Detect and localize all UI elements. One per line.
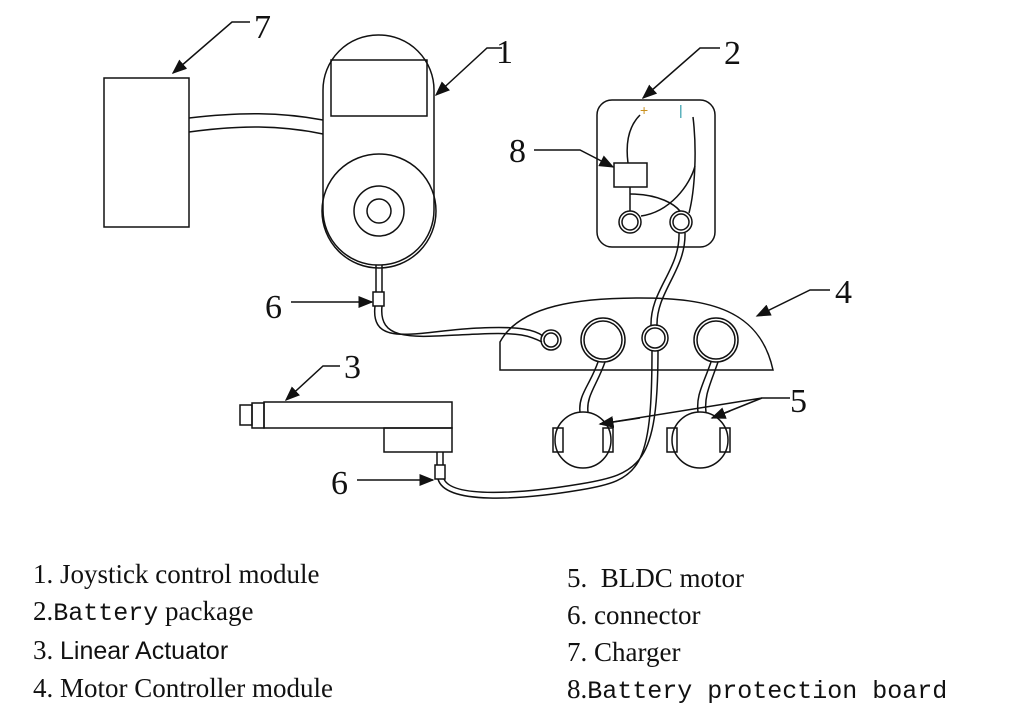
legend-text: Charger [594,637,681,667]
battery-protection-board [613,162,648,188]
legend-item-3: 3. Linear Actuator [33,632,333,670]
callout-5: 5 [790,383,807,420]
bldc-motors [552,361,731,469]
legend-item-1: 1. Joystick control module [33,556,333,593]
plus-terminal: + [640,102,648,118]
connector-upper [372,291,385,307]
legend-text: connector [594,600,701,630]
legend-item-2: 2.Battery package [33,593,333,632]
legend-item-7: 7. Charger [567,634,947,671]
callout-1: 1 [496,34,513,71]
callout-8: 8 [509,133,526,170]
legend-right: 5. BLDC motor 6. connector 7. Charger 8.… [567,560,947,710]
connector-lower [434,464,446,480]
legend-text: package [158,596,254,626]
legend-num: 1. [33,559,54,589]
legend-text: Motor Controller module [60,673,333,703]
leader-8 [534,149,615,168]
legend-text-mono: Battery protection board [587,677,948,706]
legend-num: 2. [33,596,54,626]
legend-text-mono: Battery [53,599,159,628]
legend-item-8: 8.Battery protection board [567,671,947,710]
leader-2 [641,47,720,99]
motor-controller-module [499,297,774,371]
callout-3: 3 [344,349,361,386]
leader-3 [284,365,340,402]
system-diagram: 7 1 6 + | 2 8 4 [103,9,852,502]
leader-7 [171,21,250,74]
legend-num: 7. [567,637,588,667]
legend-num: 8. [567,674,588,704]
leader-4 [755,289,830,317]
legend-num: 4. [33,673,54,703]
leader-1 [434,47,502,97]
legend-item-5: 5. BLDC motor [567,560,947,597]
legend-left: 1. Joystick control module 2.Battery pac… [33,556,333,707]
minus-terminal: | [679,102,683,118]
legend-item-4: 4. Motor Controller module [33,670,333,707]
legend-text: Joystick control module [60,559,320,589]
legend-num: 5. [567,563,588,593]
legend-text: Linear Actuator [60,637,229,665]
legend-text: BLDC motor [587,563,745,593]
callout-7: 7 [254,9,271,46]
callout-6b: 6 [331,465,348,502]
legend-item-6: 6. connector [567,597,947,634]
callout-6a: 6 [265,289,282,326]
callout-4: 4 [835,274,852,311]
legend-num: 3. [33,635,54,665]
battery-package [596,99,716,327]
legend-num: 6. [567,600,588,630]
joystick-control-module [321,34,437,269]
charger [103,77,324,228]
callout-2: 2 [724,35,741,72]
linear-actuator [239,349,659,499]
